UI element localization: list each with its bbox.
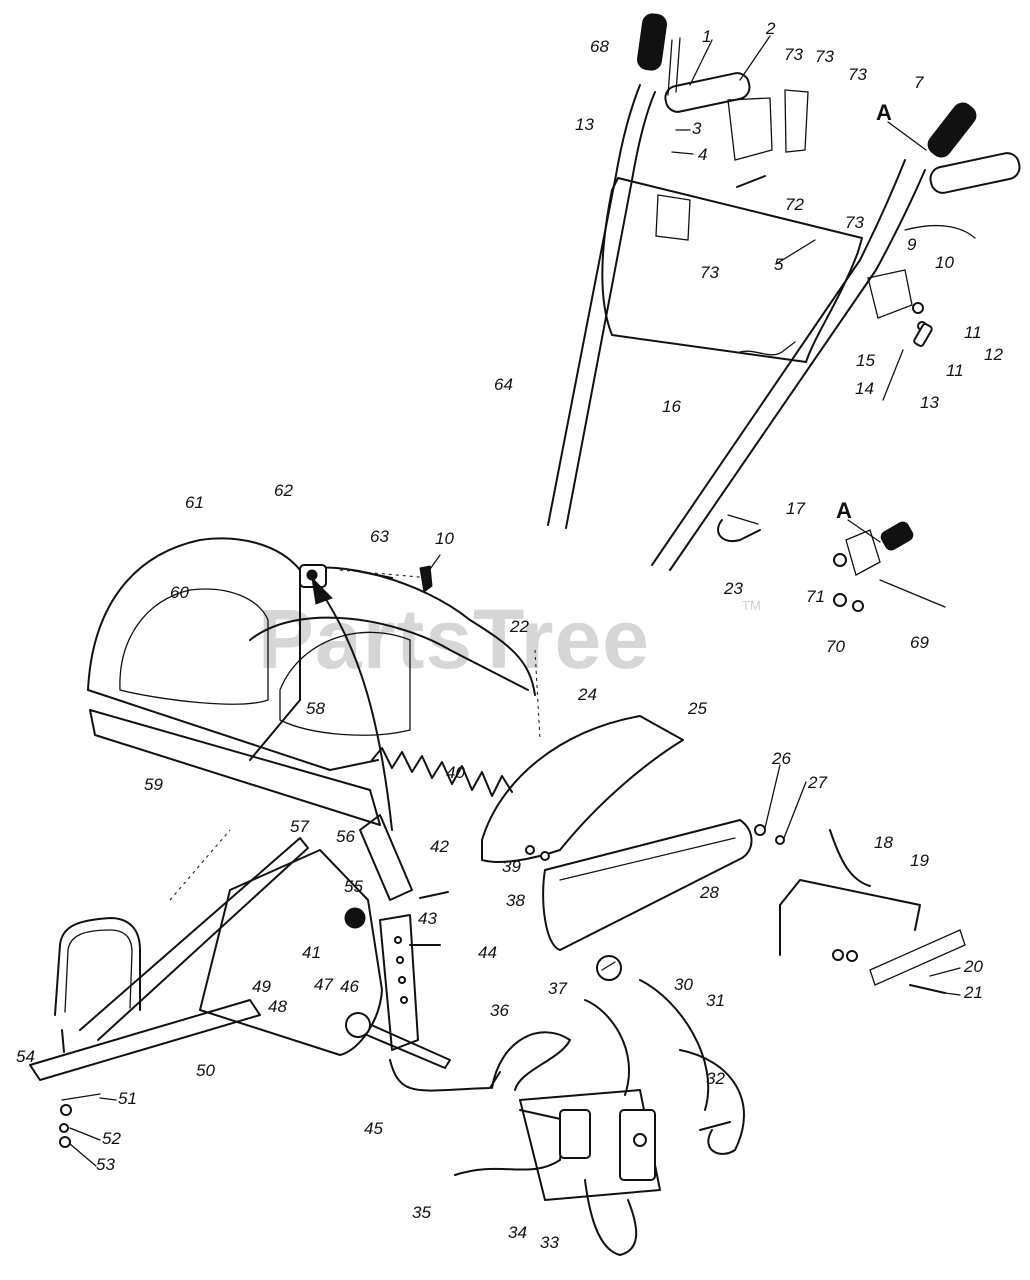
part-label: 49 <box>252 977 271 996</box>
part-label: 62 <box>274 481 293 500</box>
part-number-labels: 68 1 2 73 73 73 13 3 4 72 73 73 7 5 9 10… <box>16 19 1003 1252</box>
right-hand-grip-icon <box>929 152 1021 194</box>
part-label: 10 <box>935 253 954 272</box>
left-hand-grip-icon <box>664 72 751 113</box>
part-label: 15 <box>856 351 875 370</box>
part-label: 60 <box>170 583 189 602</box>
part-label: 5 <box>774 255 784 274</box>
part-label: 17 <box>786 499 805 518</box>
left-grip-icon <box>637 13 667 71</box>
part-label: 57 <box>290 817 309 836</box>
part-label: 32 <box>706 1069 725 1088</box>
clamp-icon <box>717 519 761 543</box>
part-label: 58 <box>306 699 325 718</box>
part-label: 14 <box>855 379 874 398</box>
part-label: 33 <box>540 1233 559 1252</box>
part-label: 68 <box>590 37 609 56</box>
part-label: 10 <box>435 529 454 548</box>
part-label: 13 <box>920 393 939 412</box>
part-label: 18 <box>874 833 893 852</box>
part-label: 73 <box>845 213 864 232</box>
part-label: 41 <box>302 943 321 962</box>
part-label: 56 <box>336 827 355 846</box>
part-label: 1 <box>702 27 711 46</box>
part-label: 64 <box>494 375 513 394</box>
part-label: 71 <box>806 587 825 606</box>
part-label: 3 <box>692 119 702 138</box>
hood-assembly <box>87 537 541 901</box>
watermark-trademark: TM <box>742 598 761 613</box>
part-label: 44 <box>478 943 497 962</box>
part-label: 73 <box>848 65 867 84</box>
part-label: 19 <box>910 851 929 870</box>
part-label: 70 <box>826 637 845 656</box>
tine-icon <box>596 955 622 981</box>
part-label: 48 <box>268 997 287 1016</box>
part-label: 54 <box>16 1047 35 1066</box>
callout-a-lower: A <box>836 498 852 523</box>
part-label: 11 <box>964 323 982 342</box>
part-label: 13 <box>575 115 594 134</box>
part-label: 61 <box>185 493 204 512</box>
part-label: 2 <box>765 19 776 38</box>
part-label: 63 <box>370 527 389 546</box>
part-label: 21 <box>963 983 983 1002</box>
part-label: 50 <box>196 1061 215 1080</box>
callout-a-upper: A <box>876 100 892 125</box>
part-label: 47 <box>314 975 333 994</box>
part-label: 23 <box>723 579 743 598</box>
part-label: 22 <box>509 617 529 636</box>
part-label: 52 <box>102 1129 121 1148</box>
part-label: 36 <box>490 1001 509 1020</box>
part-label: 72 <box>785 195 804 214</box>
part-label: 30 <box>674 975 693 994</box>
part-label: 7 <box>914 73 924 92</box>
handle-assembly <box>547 13 1021 612</box>
tine-assembly <box>454 955 745 1256</box>
side-shield-assembly <box>481 715 785 951</box>
part-label: 34 <box>508 1223 527 1242</box>
part-label: 53 <box>96 1155 115 1174</box>
part-label: 11 <box>946 361 964 380</box>
part-label: 16 <box>662 397 681 416</box>
part-label: 46 <box>340 977 359 996</box>
part-label: 59 <box>144 775 163 794</box>
part-label: 55 <box>344 877 363 896</box>
part-label: 45 <box>364 1119 383 1138</box>
part-label: 25 <box>687 699 707 718</box>
part-label: 35 <box>412 1203 431 1222</box>
leader-lines <box>69 35 961 1167</box>
part-label: 69 <box>910 633 929 652</box>
part-label: 31 <box>706 991 725 1010</box>
part-label: 40 <box>446 763 465 782</box>
part-label: 51 <box>118 1089 137 1108</box>
callout-letters: A A <box>836 100 927 543</box>
depth-bar-detail <box>779 829 966 994</box>
part-label: 73 <box>700 263 719 282</box>
part-label: 27 <box>807 773 827 792</box>
part-label: 20 <box>963 957 983 976</box>
part-label: 38 <box>506 891 525 910</box>
part-label: 4 <box>698 145 707 164</box>
part-label: 26 <box>771 749 791 768</box>
part-label: 12 <box>984 345 1003 364</box>
transmission-assembly <box>29 814 501 1148</box>
part-label: 43 <box>418 909 437 928</box>
part-label: 73 <box>784 45 803 64</box>
part-label: 39 <box>502 857 521 876</box>
part-label: 28 <box>699 883 719 902</box>
part-label: 9 <box>907 235 917 254</box>
part-label: 37 <box>548 979 567 998</box>
part-label: 42 <box>430 837 449 856</box>
part-label: 73 <box>815 47 834 66</box>
right-grip-icon <box>927 102 977 158</box>
watermark-text: PartsTree <box>258 592 650 686</box>
part-label: 24 <box>577 685 597 704</box>
